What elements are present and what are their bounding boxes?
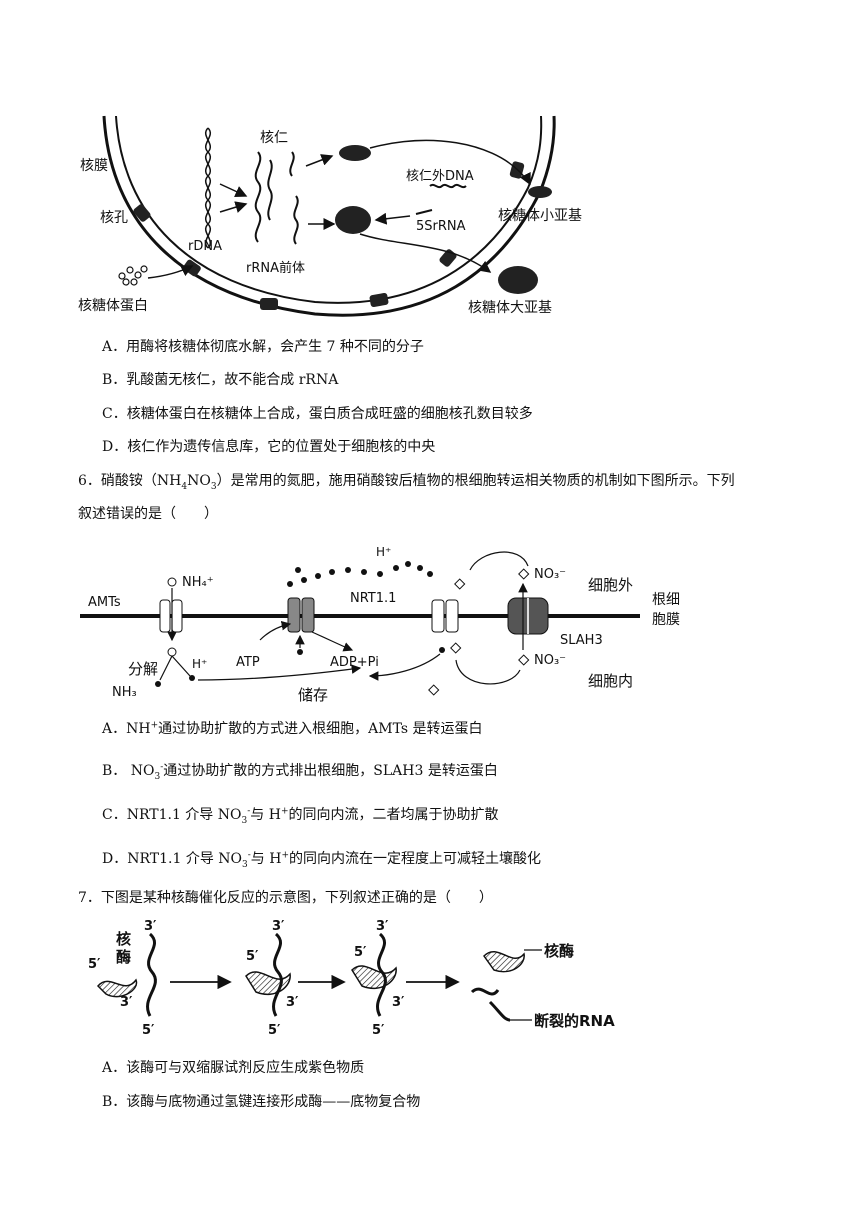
- nuclear-membrane-inner: [115, 115, 543, 304]
- label-5prime-4: 5′: [268, 1023, 281, 1038]
- q5-option-b: B．乳酸菌无核仁，故不能合成 rRNA: [102, 372, 339, 388]
- label-nrt11: NRT1.1: [350, 591, 396, 606]
- label-ribosomal-protein: 核糖体蛋白: [78, 298, 148, 314]
- nuclear-pore: [183, 259, 201, 277]
- label-3prime-6: 3′: [392, 995, 405, 1010]
- label-3prime-3: 3′: [272, 919, 285, 934]
- label-amts: AMTs: [88, 595, 121, 610]
- amts-channel: [159, 599, 183, 633]
- figure-ribosome-assembly: 核膜 核孔 核仁 rDNA rRNA前体 核仁外DNA 5SrRNA 核糖体小亚…: [70, 112, 630, 327]
- slah3-channel: [507, 597, 549, 635]
- label-adp: ADP+Pi: [330, 655, 379, 670]
- ribozyme-released: [483, 950, 525, 973]
- nuclear-pore: [133, 204, 151, 222]
- nh4-circle: [167, 577, 177, 587]
- label-hplus-bottom: H⁺: [192, 657, 207, 671]
- q6-stem: 6．硝酸铵（NH4NO3）是常用的氮肥，施用硝酸铵后植物的根细胞转运相关物质的机…: [78, 473, 735, 522]
- label-5prime-5: 5′: [354, 945, 367, 960]
- q6-option-a: A．NH+通过协助扩散的方式进入根细胞，AMTs 是转运蛋白: [102, 720, 483, 737]
- broken-rna-2: [488, 1000, 511, 1022]
- label-5prime-3: 5′: [246, 949, 259, 964]
- label-3prime-4: 3′: [286, 995, 299, 1010]
- small-subunit-cytoplasm: [528, 186, 552, 198]
- label-5prime-2: 5′: [142, 1023, 155, 1038]
- label-inside: 细胞内: [588, 672, 633, 690]
- nuclear-pore: [369, 293, 389, 307]
- q7-option-b: B．该酶与底物通过氢键连接形成酶——底物复合物: [102, 1094, 421, 1110]
- label-decompose: 分解: [128, 660, 158, 678]
- ribosomal-protein-dots: [118, 265, 148, 286]
- label-nuclear-pore: 核孔: [100, 210, 128, 226]
- label-rdna: rDNA: [188, 239, 222, 254]
- label-3prime-2: 3′: [120, 995, 133, 1010]
- nuclear-pore: [260, 298, 278, 310]
- label-small-subunit: 核糖体小亚基: [498, 207, 582, 224]
- q6-option-b: B． NO3-通过协助扩散的方式排出根细胞，SLAH3 是转运蛋白: [102, 762, 498, 782]
- label-nh3: NH₃: [112, 685, 137, 700]
- figure-ribozyme: 核 酶 3′ 5′ 3′ 5′ 3′ 5′ 3′ 5′ 3′ 5′ 3′ 5′ …: [80, 916, 640, 1046]
- label-5srrna: 5SrRNA: [416, 219, 466, 234]
- q7-option-a: A．该酶可与双缩脲试剂反应生成紫色物质: [102, 1060, 365, 1076]
- label-outside: 细胞外: [588, 576, 633, 594]
- nuclear-membrane-outer: [102, 115, 556, 317]
- label-nuclear-membrane: 核膜: [80, 158, 108, 174]
- extra-dna-helix: [429, 183, 467, 189]
- label-broken-rna: 断裂的RNA: [534, 1012, 615, 1030]
- ribozyme-1: [96, 978, 138, 998]
- q5-option-c: C．核糖体蛋白在核糖体上合成，蛋白质合成旺盛的细胞核孔数目较多: [102, 406, 533, 422]
- label-rrna-precursor: rRNA前体: [246, 260, 305, 276]
- q7-stem: 7．下图是某种核酶催化反应的示意图，下列叙述正确的是（ ）: [78, 890, 493, 906]
- nrt11-transporter: [431, 599, 459, 633]
- label-large-subunit: 核糖体大亚基: [468, 299, 552, 316]
- q5-option-d: D．核仁作为遗传信息库，它的位置处于细胞核的中央: [102, 439, 436, 455]
- figure-membrane-transport: AMTs NH₄⁺ H⁺ NRT1.1 NO₃⁻ 细胞外 根细 胞膜 SLAH3…: [80, 540, 700, 708]
- label-no3-out: NO₃⁻: [534, 567, 566, 582]
- label-ribozyme-2: 酶: [116, 948, 131, 966]
- cell-membrane: [80, 614, 640, 618]
- label-no3-in: NO₃⁻: [534, 653, 566, 668]
- ribozyme-3: [351, 965, 397, 989]
- label-3prime-1: 3′: [144, 919, 157, 934]
- q5-option-a: A．用酶将核糖体彻底水解，会产生 7 种不同的分子: [102, 339, 424, 355]
- rna-strand-1: [146, 932, 157, 1017]
- small-subunit-nucleus: [339, 145, 371, 161]
- ribozyme-2: [245, 971, 291, 995]
- label-membrane-2: 胞膜: [652, 612, 680, 628]
- rdna-helix: [205, 127, 211, 249]
- label-nucleolus: 核仁: [260, 130, 288, 146]
- label-membrane-1: 根细: [652, 592, 680, 608]
- label-5prime-1: 5′: [88, 957, 101, 972]
- nuclear-pore: [439, 249, 457, 267]
- label-store: 储存: [298, 686, 328, 704]
- rna-strand-2: [272, 932, 283, 1017]
- proton-dots-outside: [287, 561, 433, 587]
- broken-rna-1: [470, 987, 500, 996]
- label-extra-dna: 核仁外DNA: [406, 169, 474, 184]
- label-3prime-5: 3′: [376, 919, 389, 934]
- label-nh4: NH₄⁺: [182, 575, 214, 590]
- label-ribozyme-end: 核酶: [544, 942, 574, 960]
- q6-option-c: C．NRT1.1 介导 NO3-与 H+的同向内流，二者均属于协助扩散: [102, 806, 499, 826]
- rrna-precursor-strands: [254, 151, 299, 245]
- label-ribozyme-1: 核: [116, 930, 131, 948]
- label-hplus-top: H⁺: [376, 545, 391, 559]
- large-subunit-cytoplasm: [498, 266, 538, 294]
- label-atp: ATP: [236, 655, 260, 670]
- label-slah3: SLAH3: [560, 633, 603, 648]
- label-5prime-6: 5′: [372, 1023, 385, 1038]
- q6-option-d: D．NRT1.1 介导 NO3-与 H+的同向内流在一定程度上可减轻土壤酸化: [102, 850, 541, 870]
- large-subunit-nucleus: [335, 206, 371, 234]
